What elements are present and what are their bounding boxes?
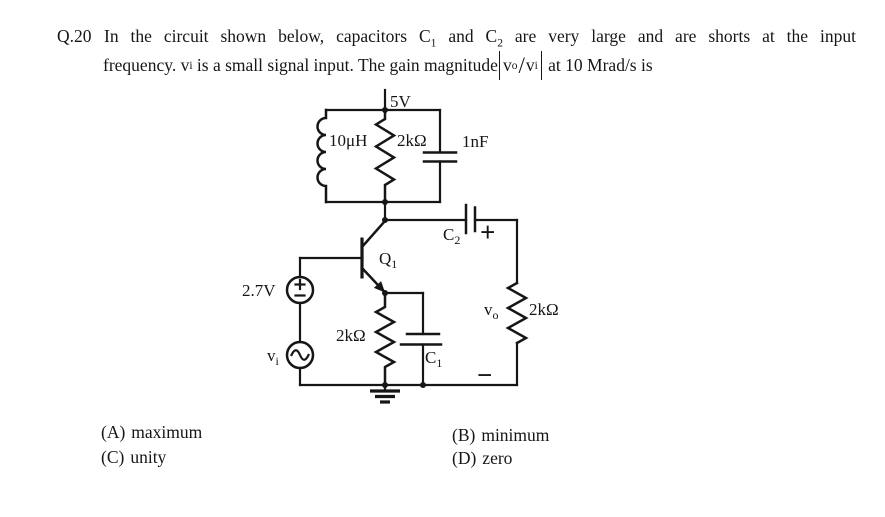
output-voltage-label: vo — [484, 300, 499, 322]
bias-source-label: 2.7V — [242, 281, 276, 300]
option-a-text: maximum — [131, 422, 203, 442]
supply-rail-wire — [324, 88, 442, 112]
question-line1-text: are very large and are shorts at the inp… — [502, 26, 856, 46]
tank-resistor-label: 2kΩ — [397, 131, 427, 150]
transistor-collector-lead — [360, 219, 387, 249]
load-resistor-label: 2kΩ — [529, 300, 559, 319]
input-source — [285, 340, 315, 387]
inductor — [316, 108, 328, 204]
c2-subscript: 2 — [497, 37, 503, 50]
bias-source — [285, 256, 315, 344]
options-left-column: (A)maximum (C)unity — [101, 420, 202, 470]
question-line1-text: and C — [436, 26, 498, 46]
tank-resistor — [373, 108, 397, 204]
inductor-label: 10μH — [329, 131, 367, 150]
supply-label: 5V — [390, 92, 412, 111]
collector-output-wire — [383, 218, 519, 285]
coupling-capacitor-label: C2 — [443, 225, 460, 247]
option-c-text: unity — [130, 447, 167, 467]
options-right-column: (B)minimum (D)zero — [452, 424, 549, 470]
option-a: (A)maximum — [101, 420, 202, 445]
vi-symbol: v — [525, 55, 535, 75]
sine-wave-icon — [290, 349, 310, 361]
junction-dots — [382, 107, 426, 388]
question-number: Q.20 — [57, 26, 92, 46]
transistor-label: Q1 — [379, 249, 397, 271]
minus-polarity-label: − — [477, 360, 492, 390]
input-source-label: vi — [267, 346, 280, 368]
option-b-label: (B) — [452, 425, 476, 445]
divide-slash: / — [518, 52, 525, 78]
load-resistor — [505, 281, 529, 387]
bypass-capacitor — [399, 332, 443, 387]
option-d-label: (D) — [452, 448, 477, 468]
emitter-resistor — [373, 291, 397, 387]
option-d-text: zero — [482, 448, 513, 468]
question-line2-text: is a small signal input. The gain magnit… — [192, 55, 498, 75]
circuit-diagram: 5V 10μH 2kΩ 1nF C2 + Q1 2.7V vi 2kΩ C1 v… — [242, 88, 559, 404]
emitter-arrow — [373, 281, 385, 293]
coupling-capacitor — [464, 203, 477, 235]
plus-polarity-label: + — [480, 217, 495, 247]
option-d: (D)zero — [452, 447, 549, 470]
option-a-label: (A) — [101, 422, 126, 442]
question-line2-text: at 10 Mrad/s is — [543, 55, 653, 75]
option-c-label: (C) — [101, 447, 125, 467]
option-c: (C)unity — [101, 445, 202, 470]
c1-subscript: 1 — [430, 37, 437, 50]
option-b: (B)minimum — [452, 424, 549, 447]
emitter-wire — [383, 291, 425, 336]
question-line2-text: frequency. v — [103, 55, 190, 75]
emitter-resistor-label: 2kΩ — [336, 326, 366, 345]
question-line-1: In the circuit shown below, capacitors C… — [104, 26, 856, 50]
question-line1-text: In the circuit shown below, capacitors C — [104, 26, 431, 46]
vo-symbol: v — [502, 55, 512, 75]
tank-bottom-wire — [324, 200, 442, 222]
option-b-text: minimum — [481, 425, 550, 445]
bypass-capacitor-label: C1 — [425, 348, 442, 370]
tank-capacitor-label: 1nF — [462, 132, 488, 151]
tank-capacitor — [422, 108, 458, 204]
